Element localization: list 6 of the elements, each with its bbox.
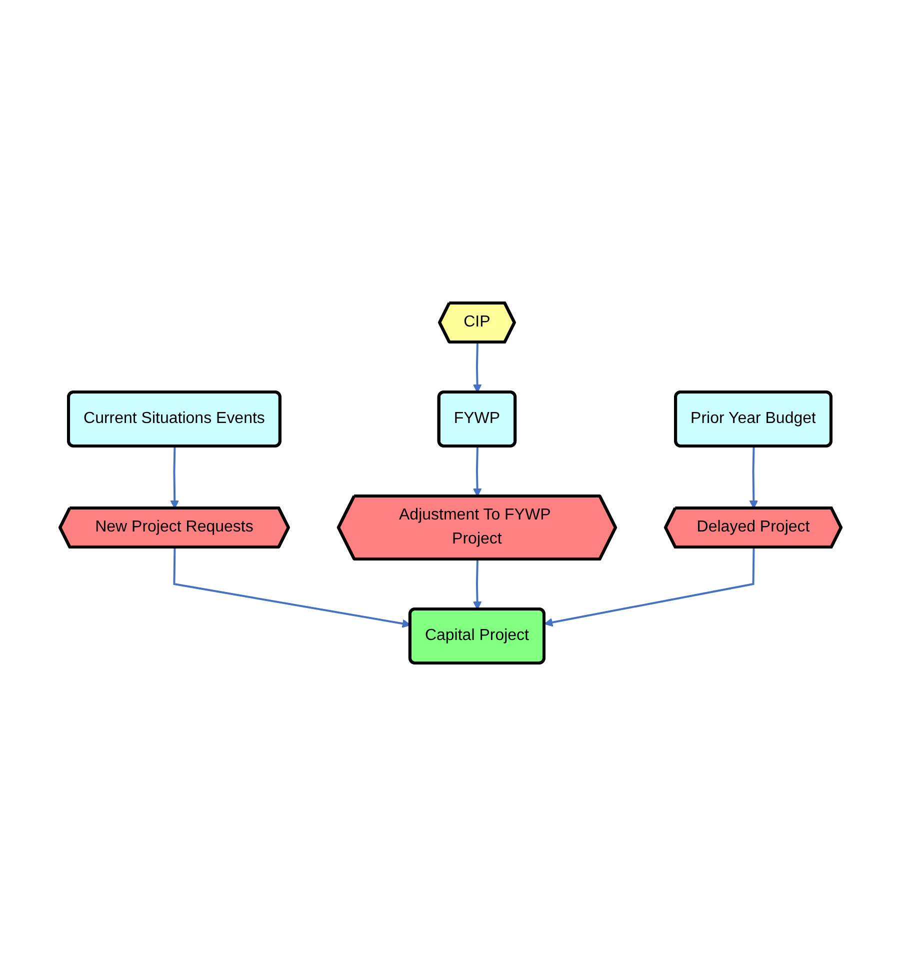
arrow xyxy=(473,559,482,610)
arrow xyxy=(544,547,756,627)
arrow xyxy=(473,342,482,393)
arrow xyxy=(750,446,759,509)
arrow xyxy=(473,446,482,497)
arrow xyxy=(170,446,180,509)
